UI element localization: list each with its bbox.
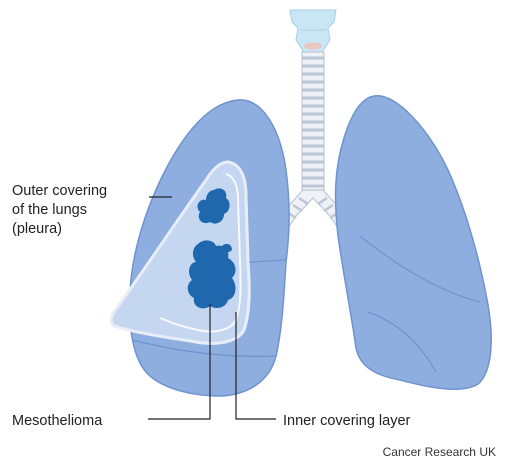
mesothelioma-label: Mesothelioma (12, 412, 102, 431)
trachea (302, 52, 324, 192)
source-credit: Cancer Research UK (383, 445, 496, 459)
outer-covering-label-line3: (pleura) (12, 220, 107, 239)
outer-covering-label: Outer covering of the lungs (pleura) (12, 182, 107, 239)
inner-covering-label: Inner covering layer (283, 412, 410, 431)
right-lung (336, 96, 492, 390)
outer-covering-label-line2: of the lungs (12, 201, 107, 220)
outer-covering-label-line1: Outer covering (12, 182, 107, 201)
